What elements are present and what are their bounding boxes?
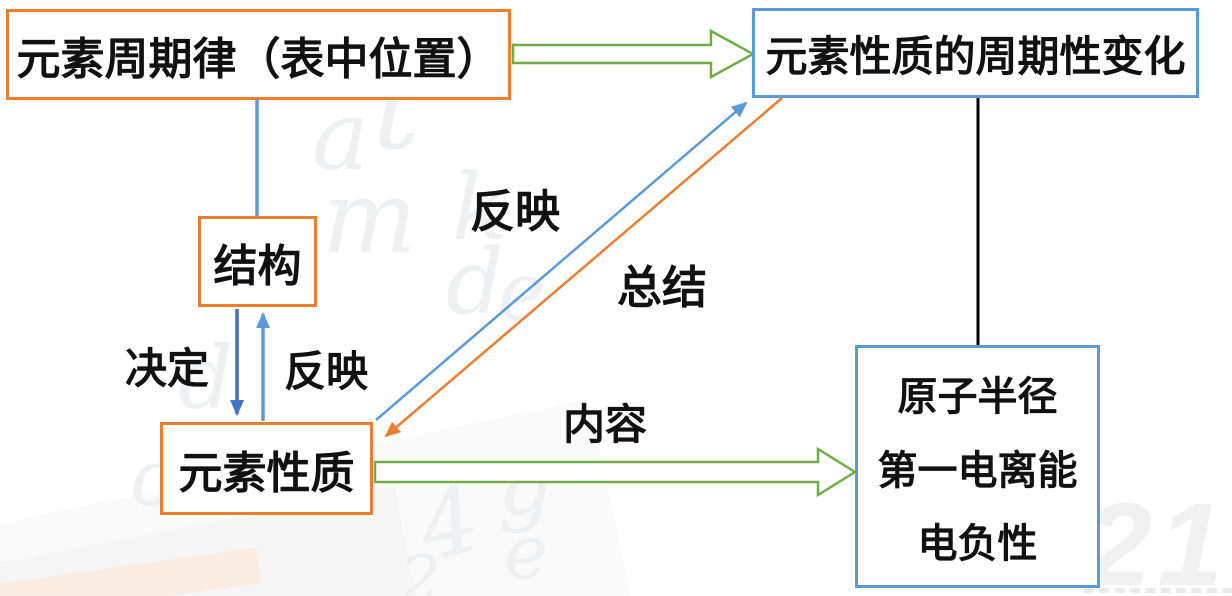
edge-label-reflect-lower: 反映 [284,348,369,395]
edge-summarize-arrow [384,97,783,438]
example-electronegativity: 电负性 [917,522,1038,567]
edge-law-to-change-block-arrow [511,28,756,80]
node-property-examples: 原子半径 第一电离能 电负性 [855,345,1100,588]
node-structure: 结构 [198,216,317,307]
edge-label-determine: 决定 [125,345,210,392]
node-periodic-change: 元素性质的周期性变化 [752,8,1199,98]
edge-properties-to-examples-block-arrow [373,446,858,498]
edge-label-reflect-upper: 反映 [470,186,561,237]
edge-label-content: 内容 [563,401,648,448]
example-first-ionization-energy: 第一电离能 [877,448,1078,493]
example-atomic-radius: 原子半径 [897,374,1058,419]
node-periodic-law: 元素周期律（表中位置） [6,9,511,100]
node-element-properties: 元素性质 [160,422,373,515]
edge-label-summarize: 总结 [617,262,708,313]
edge-reflect-upper-arrow [375,101,748,421]
